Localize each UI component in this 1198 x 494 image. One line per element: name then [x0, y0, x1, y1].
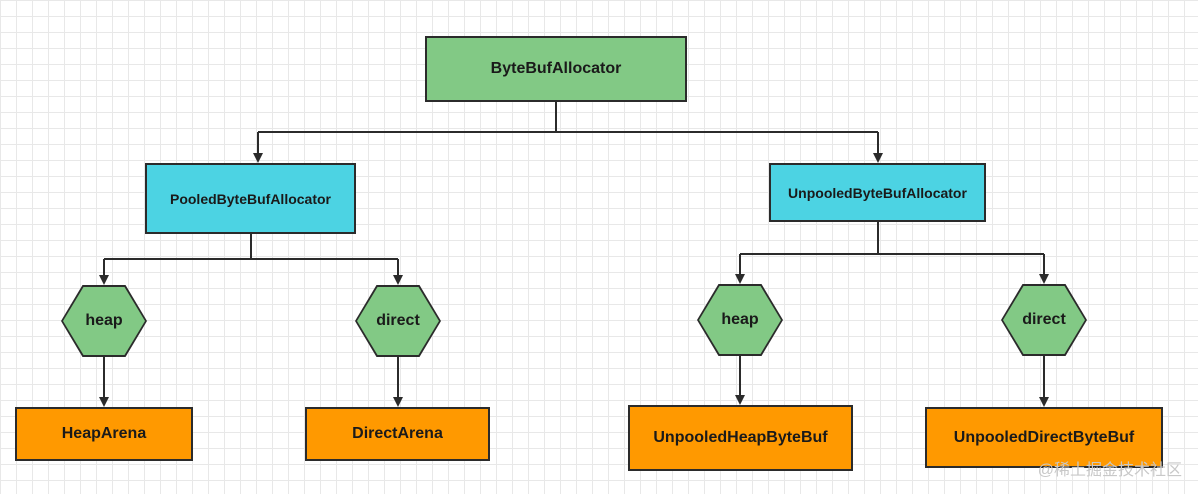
node-unpooledbytebufallocator: UnpooledByteBufAllocator	[769, 163, 986, 222]
node-unpooleddirectbytebuf: UnpooledDirectByteBuf	[925, 407, 1163, 468]
node-pooledbytebufallocator: PooledByteBufAllocator	[145, 163, 356, 234]
node-heaparena-label: HeapArena	[61, 425, 147, 442]
node-bytebufallocator-label: ByteBufAllocator	[490, 60, 622, 77]
node-unpooledheapbytebuf: UnpooledHeapByteBuf	[628, 405, 853, 471]
node-heaparena: HeapArena	[15, 407, 193, 461]
node-unpooled-direct-label: direct	[1022, 311, 1066, 328]
node-pooledbytebufallocator-label: PooledByteBufAllocator	[169, 190, 331, 207]
watermark: @稀土掘金技术社区	[1037, 462, 1182, 479]
node-unpooledheapbytebuf-label: UnpooledHeapByteBuf	[653, 429, 828, 446]
node-unpooleddirectbytebuf-label: UnpooledDirectByteBuf	[953, 428, 1135, 446]
node-directarena-label: DirectArena	[352, 425, 443, 442]
node-bytebufallocator: ByteBufAllocator	[425, 36, 687, 102]
node-unpooled-heap-label: heap	[721, 311, 759, 328]
node-unpooledbytebufallocator-label: UnpooledByteBufAllocator	[788, 184, 967, 201]
node-pooled-heap-label: heap	[85, 312, 123, 329]
node-pooled-direct-label: direct	[376, 312, 420, 329]
node-directarena: DirectArena	[305, 407, 490, 461]
node-pooled-direct: direct	[355, 285, 441, 357]
